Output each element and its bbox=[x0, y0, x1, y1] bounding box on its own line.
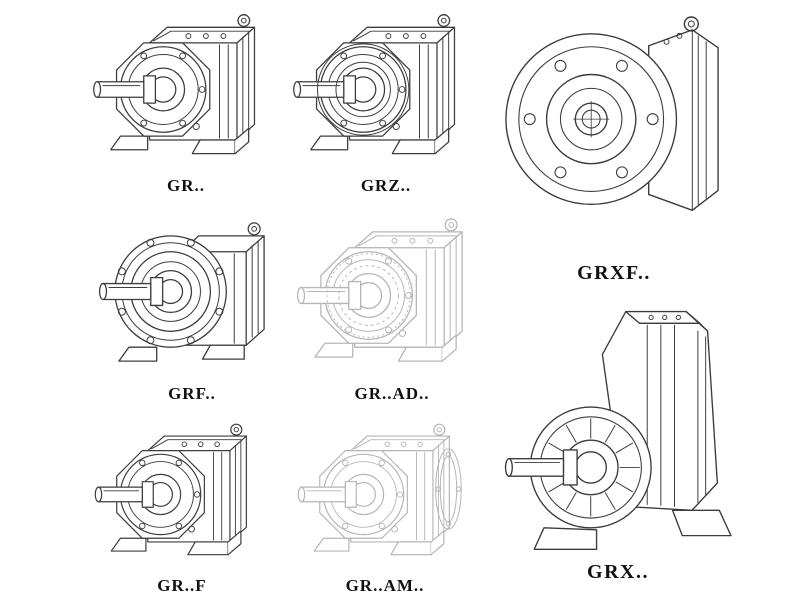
grf-label: GRF.. bbox=[168, 384, 216, 403]
gr-gearbox-drawing bbox=[93, 14, 256, 155]
grad-gearbox-drawing bbox=[296, 218, 463, 362]
figure-grf: GRF.. bbox=[92, 208, 292, 404]
grff-gearbox-drawing bbox=[94, 423, 247, 556]
figure-grz: GRZ.. bbox=[288, 4, 484, 196]
gr-label: GR.. bbox=[167, 176, 205, 195]
gram-label: GR..AM.. bbox=[345, 576, 425, 595]
grxf-gearbox-drawing bbox=[505, 16, 719, 211]
grxf-label: GRXF.. bbox=[577, 262, 651, 284]
figure-gram: GR..AM.. bbox=[290, 414, 480, 596]
grz-label: GRZ.. bbox=[360, 176, 412, 195]
figure-gr: GR.. bbox=[88, 4, 284, 196]
figure-grad: GR..AD.. bbox=[292, 208, 492, 404]
gram-gearbox-drawing bbox=[297, 423, 462, 556]
grz-gearbox-drawing bbox=[293, 14, 456, 155]
grf-gearbox-drawing bbox=[98, 222, 265, 362]
figure-grx: GRX.. bbox=[498, 296, 738, 584]
grx-label: GRX.. bbox=[587, 561, 649, 583]
figure-grff: GR..F bbox=[92, 414, 272, 596]
grff-label: GR..F bbox=[157, 576, 207, 595]
figure-grxf: GRXF.. bbox=[498, 2, 730, 285]
grad-label: GR..AD.. bbox=[354, 384, 430, 403]
grx-gearbox-drawing bbox=[504, 310, 732, 550]
